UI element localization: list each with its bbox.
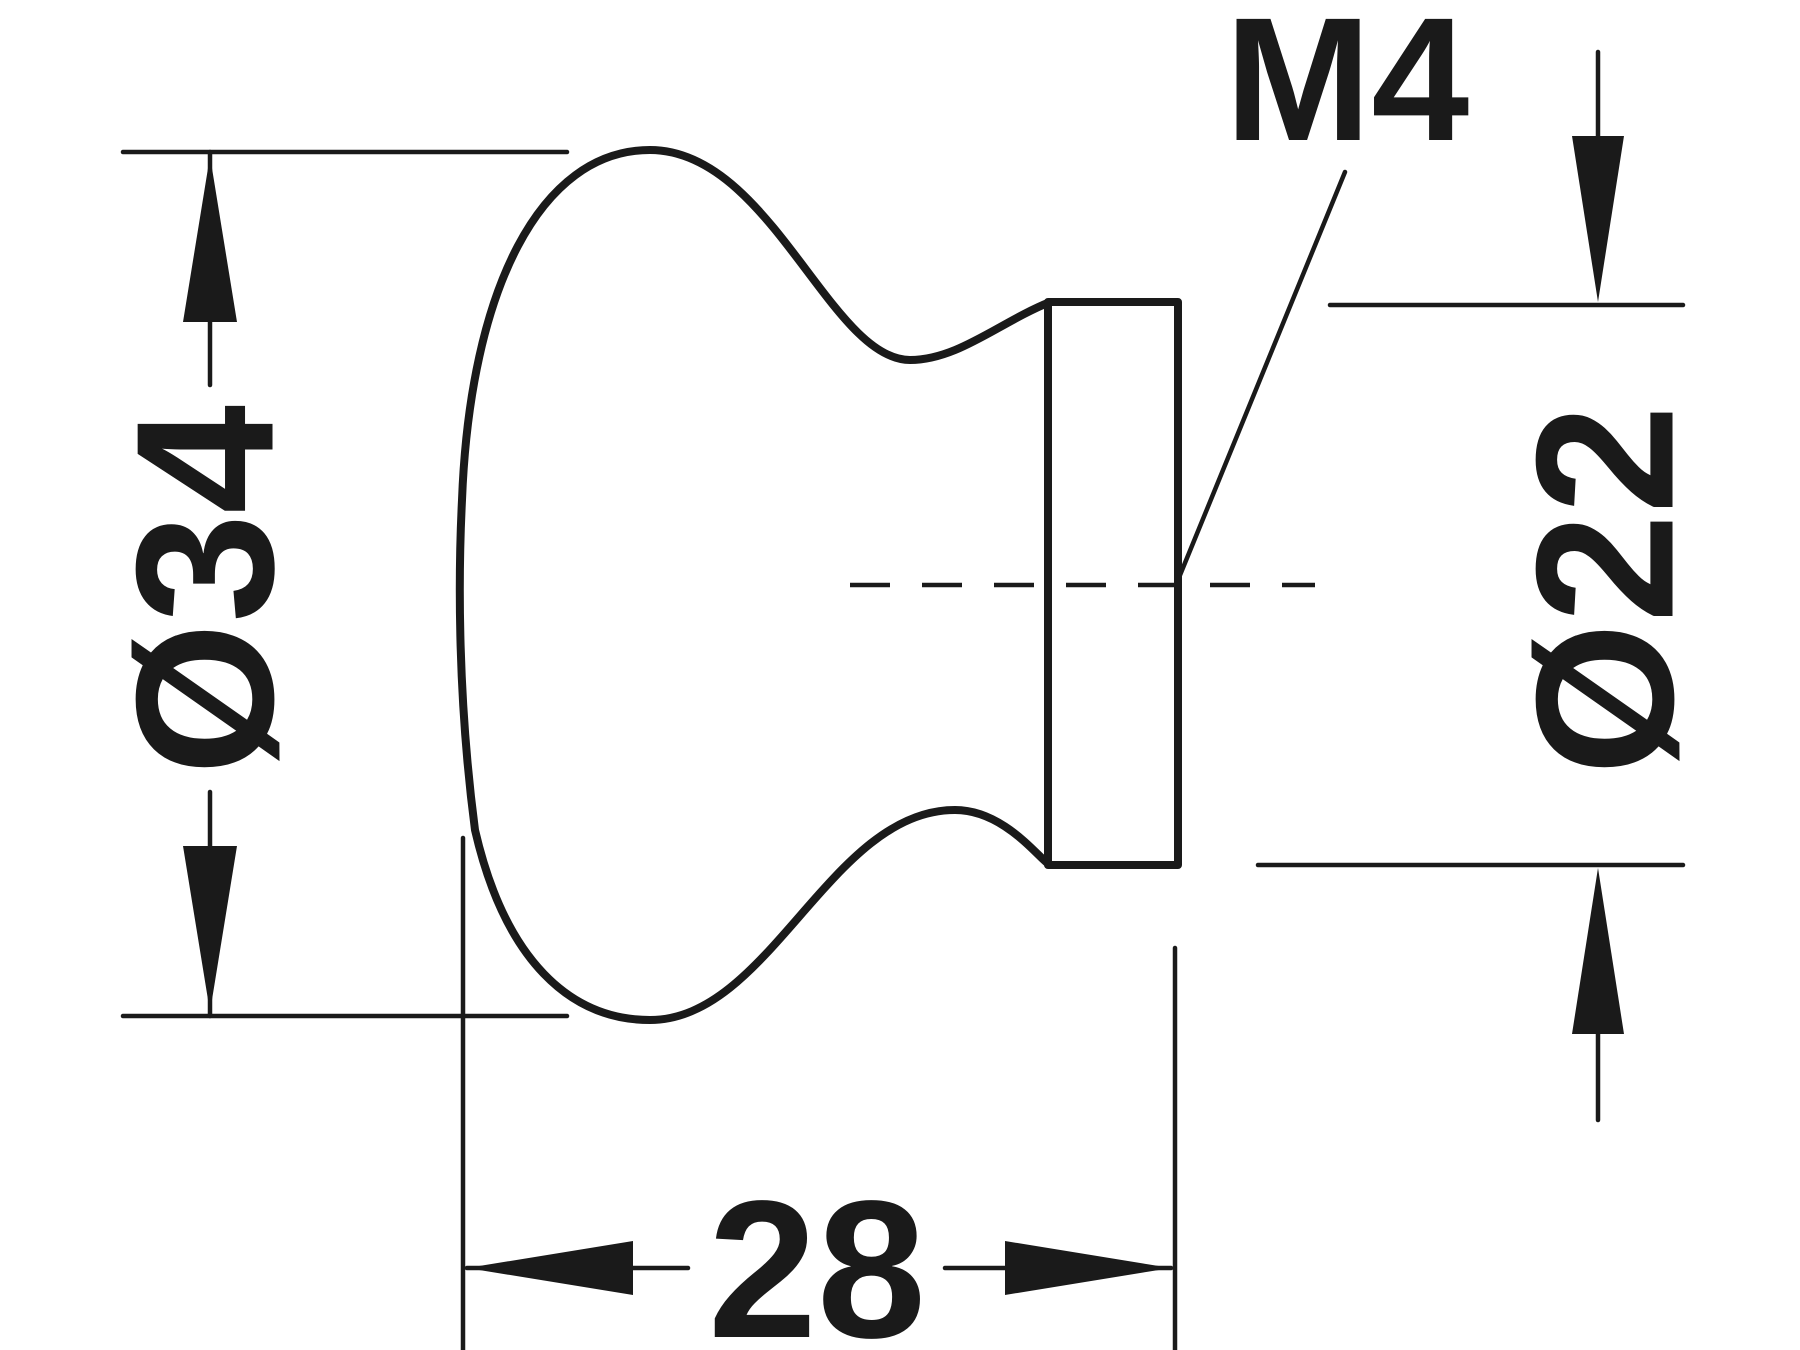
- dimension-text-length: 28: [708, 1160, 926, 1350]
- arrowhead-22-top: [1572, 136, 1624, 302]
- arrowhead-34-bottom: [183, 846, 237, 1012]
- knob-body-outline: [455, 146, 1054, 1024]
- dimension-text-overall-diameter: Ø34: [96, 405, 315, 775]
- dimension-text-thread: M4: [1225, 0, 1470, 178]
- arrowhead-34-top: [183, 156, 237, 322]
- arrowhead-22-bottom: [1572, 868, 1624, 1034]
- arrowhead-28-right: [1005, 1241, 1171, 1295]
- arrowhead-28-left: [467, 1241, 633, 1295]
- m4-leader-line: [1175, 169, 1348, 583]
- dimension-text-base-diameter: Ø22: [1496, 405, 1715, 775]
